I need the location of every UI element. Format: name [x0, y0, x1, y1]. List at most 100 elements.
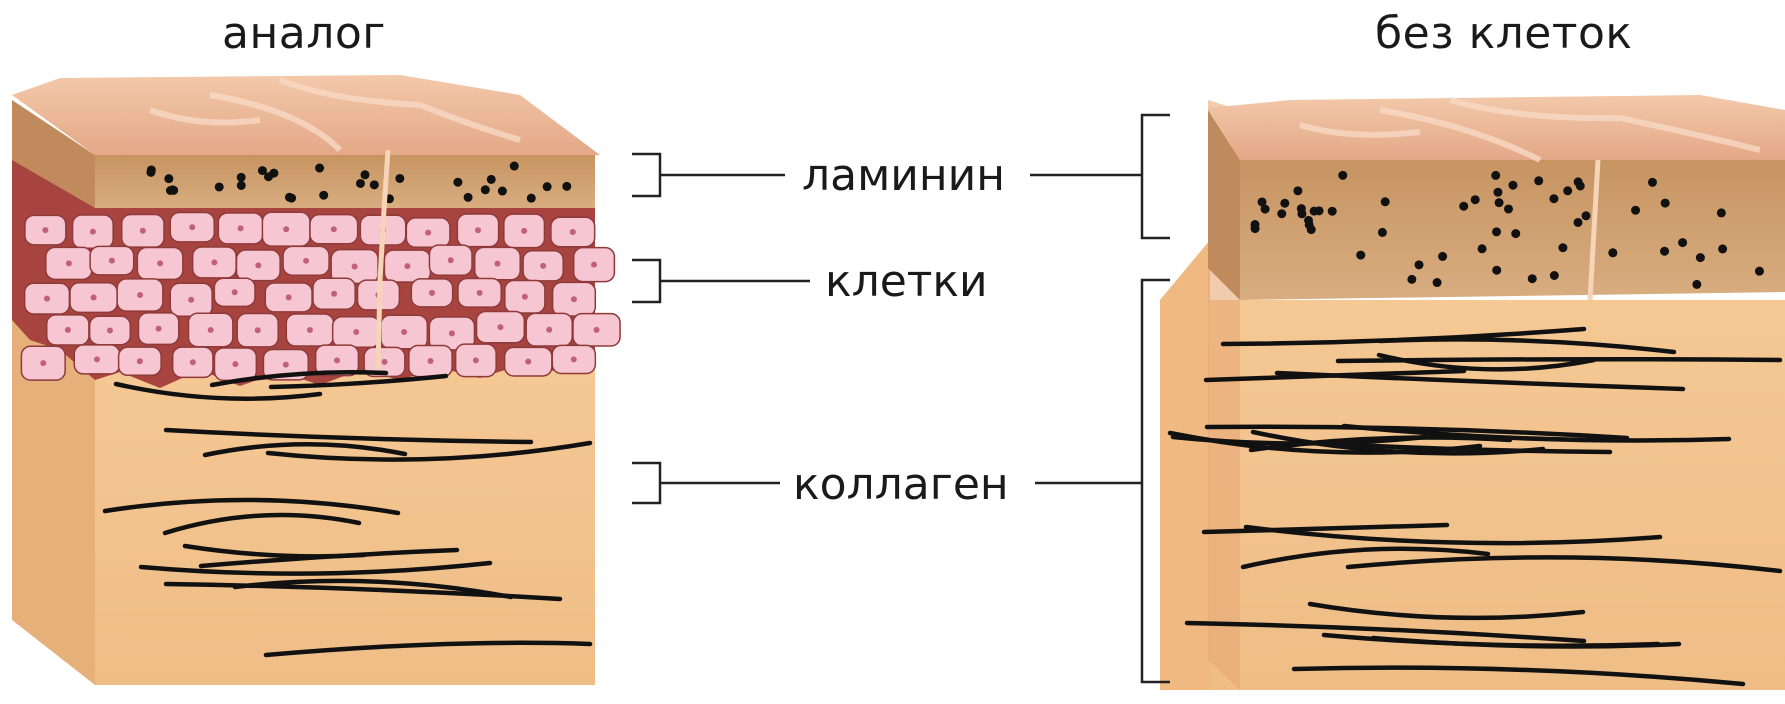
- cell-nucleus: [238, 225, 244, 231]
- cell-nucleus: [208, 327, 214, 333]
- label-laminin: ламинин: [802, 154, 1005, 198]
- laminin-dot: [1280, 199, 1289, 208]
- cell-nucleus: [429, 290, 435, 296]
- cell-nucleus: [65, 327, 71, 333]
- laminin-dot: [264, 172, 273, 181]
- cell-nucleus: [66, 260, 72, 266]
- cell-nucleus: [156, 326, 162, 332]
- laminin-dot: [1378, 228, 1387, 237]
- laminin-dot: [543, 182, 552, 191]
- laminin-dot: [370, 180, 379, 189]
- laminin-dot: [562, 182, 571, 191]
- laminin-dot: [1508, 181, 1517, 190]
- laminin-dot: [237, 181, 246, 190]
- laminin-dot: [1415, 260, 1424, 269]
- laminin-dot: [164, 174, 173, 183]
- laminin-dot: [1407, 275, 1416, 284]
- laminin-dot: [1293, 186, 1302, 195]
- laminin-dot: [1381, 197, 1390, 206]
- label-cells: клетки: [825, 260, 988, 304]
- cell-nucleus: [157, 260, 163, 266]
- right-skin-block: [1160, 95, 1785, 690]
- cell-nucleus: [521, 228, 527, 234]
- laminin-dot: [498, 187, 507, 196]
- cell-nucleus: [255, 327, 261, 333]
- cell-nucleus: [232, 289, 238, 295]
- cell-nucleus: [91, 295, 97, 301]
- laminin-dot: [1678, 238, 1687, 247]
- cell-nucleus: [40, 360, 46, 366]
- cell-nucleus: [425, 230, 431, 236]
- left-cells-group: [21, 212, 620, 380]
- laminin-dot: [237, 173, 246, 182]
- cell-nucleus: [475, 227, 481, 233]
- laminin-dot: [481, 185, 490, 194]
- laminin-dot: [1356, 251, 1365, 260]
- laminin-dot: [360, 170, 369, 179]
- laminin-dot: [1459, 202, 1468, 211]
- cell-nucleus: [137, 292, 143, 298]
- cell-nucleus: [404, 263, 410, 269]
- cell-nucleus: [283, 362, 289, 368]
- cell-nucleus: [140, 228, 146, 234]
- laminin-dot: [1310, 207, 1319, 216]
- cell-nucleus: [107, 327, 113, 333]
- laminin-dot: [319, 191, 328, 200]
- laminin-dot: [1549, 194, 1558, 203]
- laminin-dot: [1528, 274, 1537, 283]
- laminin-dot: [1495, 198, 1504, 207]
- right-top-surface: [1208, 95, 1785, 160]
- laminin-dot: [1631, 206, 1640, 215]
- laminin-dot: [1696, 253, 1705, 262]
- cell-nucleus: [232, 361, 238, 367]
- cell-nucleus: [188, 297, 194, 303]
- cell-nucleus: [307, 327, 313, 333]
- laminin-dot: [1717, 208, 1726, 217]
- cell-nucleus: [283, 226, 289, 232]
- cell-nucleus: [546, 327, 552, 333]
- left-skin-block: [12, 75, 620, 685]
- cell-nucleus: [477, 290, 483, 296]
- laminin-dot: [1305, 220, 1314, 229]
- laminin-dot: [168, 185, 177, 194]
- cell-nucleus: [540, 263, 546, 269]
- cell-nucleus: [352, 264, 358, 270]
- laminin-dot: [1661, 199, 1670, 208]
- cell-nucleus: [334, 357, 340, 363]
- laminin-dot: [1692, 280, 1701, 289]
- laminin-dot: [487, 175, 496, 184]
- laminin-dot: [1718, 244, 1727, 253]
- laminin-dot: [464, 193, 473, 202]
- laminin-dot: [1534, 176, 1543, 185]
- cell-nucleus: [571, 356, 577, 362]
- cell-nucleus: [286, 294, 292, 300]
- cell-nucleus: [401, 329, 407, 335]
- cell-nucleus: [591, 262, 597, 268]
- cell-nucleus: [90, 229, 96, 235]
- laminin-dot: [1493, 188, 1502, 197]
- cell-nucleus: [473, 357, 479, 363]
- laminin-dot: [1258, 197, 1267, 206]
- cell-nucleus: [522, 294, 528, 300]
- cell-nucleus: [381, 359, 387, 365]
- cell-nucleus: [449, 330, 455, 336]
- laminin-dot: [1328, 207, 1337, 216]
- laminin-dot: [215, 182, 224, 191]
- laminin-dot: [1608, 248, 1617, 257]
- laminin-dot: [1478, 244, 1487, 253]
- cell-nucleus: [427, 358, 433, 364]
- right-title: без клеток: [1375, 8, 1632, 59]
- cell-nucleus: [525, 359, 531, 365]
- laminin-right-bracket: [1030, 115, 1170, 238]
- laminin-dot: [1438, 252, 1447, 261]
- cell-nucleus: [331, 291, 337, 297]
- laminin-dot: [285, 193, 294, 202]
- cell-nucleus: [353, 329, 359, 335]
- laminin-dot: [1574, 177, 1583, 186]
- laminin-dot: [1492, 227, 1501, 236]
- laminin-dot: [147, 165, 156, 174]
- cell-nucleus: [448, 257, 454, 263]
- laminin-dot: [510, 162, 519, 171]
- cell-nucleus: [497, 324, 503, 330]
- laminin-dot: [356, 179, 365, 188]
